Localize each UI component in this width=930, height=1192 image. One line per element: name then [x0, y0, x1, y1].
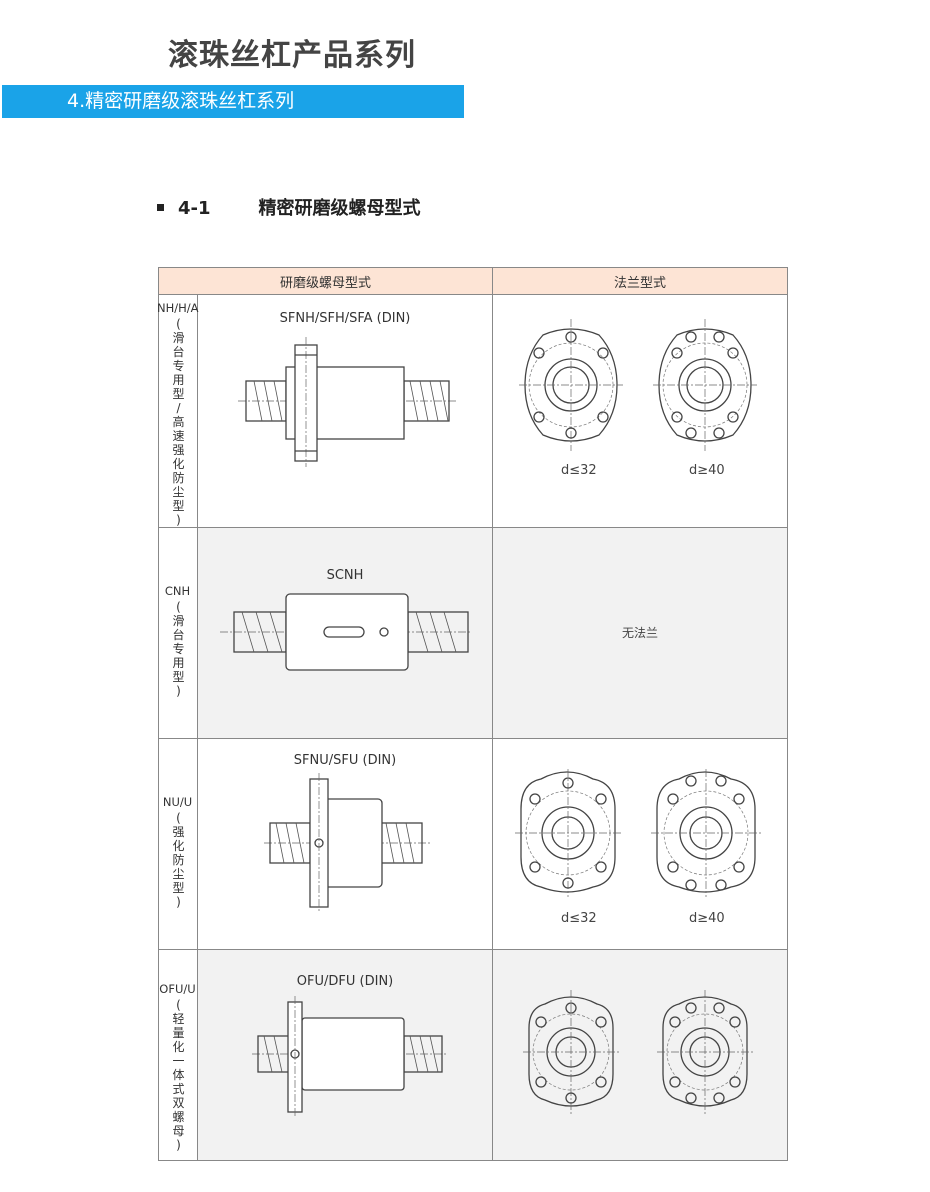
- flange-large-drawing: [653, 319, 758, 451]
- nut-description: (轻量化一体式双螺母): [172, 998, 185, 1152]
- flange-small-drawing: [515, 769, 622, 897]
- nut-drawing-cell: OFU/DFU (DIN): [196, 949, 494, 1161]
- table-row: CNH (滑台专用型) SCNH: [158, 527, 789, 739]
- flange-label-small: d≤32: [561, 463, 597, 478]
- model-name: OFU/DFU (DIN): [296, 974, 394, 989]
- nut-code: NU/U: [162, 795, 193, 809]
- nut-description: (滑台专用型): [172, 600, 185, 698]
- subsection-title: 精密研磨级螺母型式: [258, 198, 421, 219]
- scnh-nut-drawing: [220, 593, 470, 671]
- page-title: 滚珠丝杠产品系列: [168, 38, 416, 73]
- flange-label-small: d≤32: [561, 911, 597, 926]
- flange-drawing-cell: [492, 949, 789, 1161]
- nut-code: OFU/U: [159, 982, 196, 996]
- table-row: OFU/U (轻量化一体式双螺母) OFU/DFU (DIN): [158, 949, 789, 1161]
- flange-drawings: [523, 990, 754, 1114]
- code-cell: CNH (滑台专用型): [158, 527, 198, 739]
- nut-drawing-cell: SCNH: [196, 527, 494, 739]
- flange-drawing-cell: d≤32 d≥40: [492, 294, 789, 528]
- nut-type-table: 研磨级螺母型式 法兰型式 NH/H/A (滑台专用型/高速强化防尘型) SFNH…: [157, 267, 789, 1161]
- flange-label-large: d≥40: [689, 463, 725, 478]
- table-row: NH/H/A (滑台专用型/高速强化防尘型) SFNH/SFH/SFA (DIN…: [157, 294, 789, 528]
- bullet-square-icon: [157, 203, 164, 211]
- code-cell: NH/H/A (滑台专用型/高速强化防尘型): [157, 294, 199, 528]
- no-flange-text: 无法兰: [622, 626, 659, 640]
- model-name: SFNU/SFU (DIN): [293, 753, 397, 768]
- subsection-heading: 4-1 精密研磨级螺母型式: [157, 194, 421, 220]
- sfnh-nut-drawing: [238, 337, 458, 467]
- subsection-number: 4-1: [178, 198, 211, 219]
- flange-drawings: [515, 769, 762, 897]
- header-flange-type: 法兰型式: [492, 267, 789, 295]
- nut-drawing-cell: SFNU/SFU (DIN): [196, 738, 494, 950]
- nut-description: (滑台专用型/高速强化防尘型): [172, 317, 185, 527]
- flange-small-drawing: [519, 319, 624, 451]
- model-name: SCNH: [326, 568, 364, 583]
- header-nut-type: 研磨级螺母型式: [157, 267, 494, 295]
- table-row: NU/U (强化防尘型) SFNU/SFU (DIN): [158, 738, 789, 950]
- flange-small-drawing: [523, 990, 620, 1114]
- flange-drawings: [519, 319, 758, 451]
- nut-description: (强化防尘型): [172, 811, 185, 909]
- flange-large-drawing: [651, 769, 762, 897]
- sfnu-nut-drawing: [264, 773, 430, 913]
- model-name: SFNH/SFH/SFA (DIN): [279, 311, 411, 326]
- section-bar: 4.精密研磨级滚珠丝杠系列: [2, 85, 464, 118]
- nut-code: CNH: [164, 584, 191, 598]
- nut-drawing-cell: SFNH/SFH/SFA (DIN): [196, 294, 494, 528]
- nut-code: NH/H/A: [157, 301, 199, 315]
- code-cell: NU/U (强化防尘型): [158, 738, 198, 950]
- flange-drawing-cell: d≤32 d≥40: [492, 738, 789, 950]
- flange-drawing-cell: 无法兰: [492, 527, 789, 739]
- flange-label-large: d≥40: [689, 911, 725, 926]
- flange-large-drawing: [657, 990, 754, 1114]
- ofu-nut-drawing: [252, 996, 448, 1116]
- code-cell: OFU/U (轻量化一体式双螺母): [158, 949, 198, 1161]
